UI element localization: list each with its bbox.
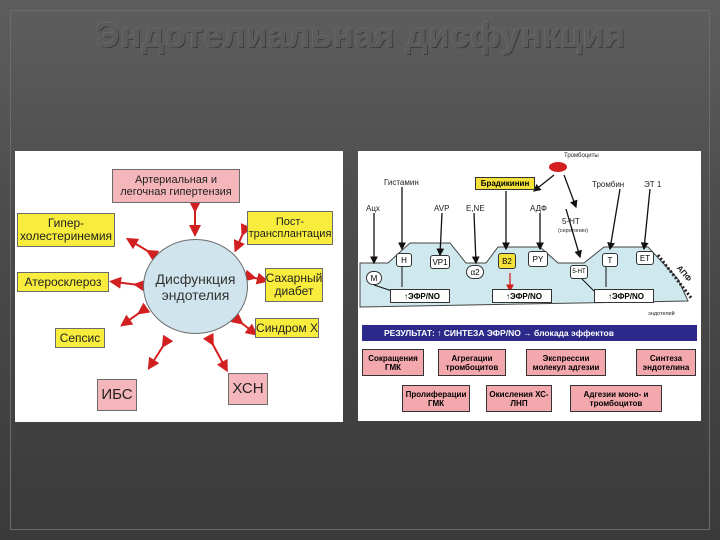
- receptor-t: T: [602, 253, 618, 267]
- agonist-histamine: Гистамин: [384, 178, 419, 187]
- efr-no-3: ↑ ЭФР/NO: [594, 289, 654, 303]
- arrow-diabetes: [243, 269, 269, 285]
- serotonin-note: (серотонин): [558, 228, 589, 234]
- agonist-adp: АДФ: [530, 204, 547, 213]
- receptor-et: ЕТ: [636, 251, 654, 265]
- efr-no-1: ↑ ЭФР/NO: [390, 289, 450, 303]
- outcome-mono-platelet-adhesion: Адгезии моно- и тромбоцитов: [570, 385, 662, 412]
- mechanism-graphics: [359, 162, 694, 308]
- outcome-endothelin-synthesis: Синтеза эндотелина: [636, 349, 696, 376]
- node-syndrome-x: Синдром Х: [255, 318, 319, 338]
- arrow-syndrome-x: [230, 312, 258, 336]
- arrow-ihd: [147, 334, 174, 371]
- node-post-transplant: Пост-трансплантация: [247, 211, 333, 245]
- agonist-e-ne: E,NE: [466, 204, 485, 213]
- thrombocytes-label: Тромбоциты: [564, 153, 599, 159]
- node-hypertension: Артериальная и легочная гипертензия: [112, 169, 240, 203]
- receptor-alpha2: α2: [466, 265, 484, 279]
- receptor-vp1: VP1: [430, 255, 450, 269]
- agonist-bradykinin: Брадикинин: [475, 177, 535, 190]
- receptor-py: PY: [528, 251, 548, 267]
- slide-frame: [10, 10, 710, 530]
- receptor-m: M: [366, 271, 382, 285]
- result-bar: РЕЗУЛЬТАТ: ↑ СИНТЕЗА ЭФР/NO → блокада эф…: [362, 325, 697, 341]
- center-dysfunction: Дисфункция эндотелия: [143, 239, 248, 334]
- slide-title: Эндотелиальная дисфункция: [94, 16, 626, 55]
- outcome-smc-proliferation: Пролиферации ГМК: [402, 385, 470, 412]
- outcome-adhesion-molecules: Экспрессии молекул адгезии: [526, 349, 606, 376]
- left-arrows: [109, 201, 269, 373]
- node-sepsis: Сепсис: [55, 328, 105, 348]
- node-ihd: ИБС: [97, 379, 137, 411]
- agonist-et1: ЭТ 1: [644, 180, 662, 189]
- endothelium-mechanism-diagram: Тромбоциты Гистамин Брадикинин Тромбин Э…: [358, 151, 701, 421]
- receptor-b2: B2: [498, 253, 516, 269]
- arrow-atherosclerosis: [109, 276, 146, 292]
- endothelium-label: эндотелий: [648, 311, 675, 317]
- apf-edge: [656, 254, 694, 300]
- receptor-5ht: 5-HT: [570, 265, 588, 279]
- outcome-ldl-oxidation: Окисления ХС-ЛНП: [486, 385, 552, 412]
- agonist-ach: Ацх: [366, 204, 380, 213]
- arrow-sepsis: [120, 302, 151, 327]
- outcome-smc-contraction: Сокращения ГМК: [362, 349, 424, 376]
- node-chf: ХСН: [228, 373, 268, 405]
- outcome-platelet-aggregation: Агрегации тромбоцитов: [438, 349, 506, 376]
- agonist-5ht: 5-HT: [562, 217, 580, 226]
- arrow-post-transplant: [233, 223, 252, 253]
- efr-no-2: ↑ ЭФР/NO: [492, 289, 552, 303]
- agonist-thrombin: Тромбин: [592, 180, 625, 189]
- node-diabetes: Сахарный диабет: [265, 268, 323, 302]
- node-atherosclerosis: Атеросклероз: [17, 272, 109, 292]
- endothelial-dysfunction-diagram: Дисфункция эндотелия Артериальная и лего…: [15, 151, 343, 422]
- agonist-avp: AVP: [434, 204, 450, 213]
- node-hypercholesterolemia: Гипер-холестеринемия: [17, 213, 115, 247]
- thrombocyte-blob: [549, 162, 567, 172]
- arrow-chf: [202, 332, 228, 373]
- arrow-hypercholesterolemia: [125, 237, 160, 262]
- receptor-h: H: [396, 253, 412, 267]
